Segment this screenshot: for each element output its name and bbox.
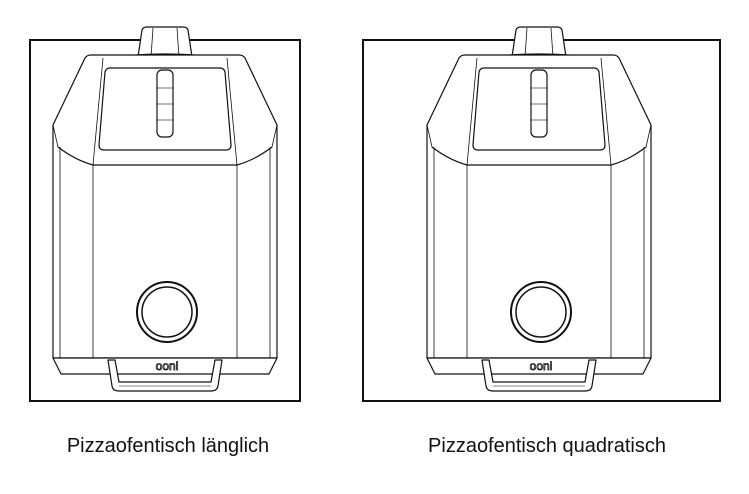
caption-right: Pizzaofentisch quadratisch (428, 435, 666, 457)
panel-left: ooni (29, 26, 301, 402)
panel-right: ooni (362, 26, 721, 402)
oven-logo: ooni (530, 359, 553, 373)
pizza-oven-drawing (52, 26, 278, 392)
caption-left: Pizzaofentisch länglich (66, 435, 270, 457)
oven-logo: ooni (156, 359, 179, 373)
pizza-oven-drawing (426, 26, 652, 392)
